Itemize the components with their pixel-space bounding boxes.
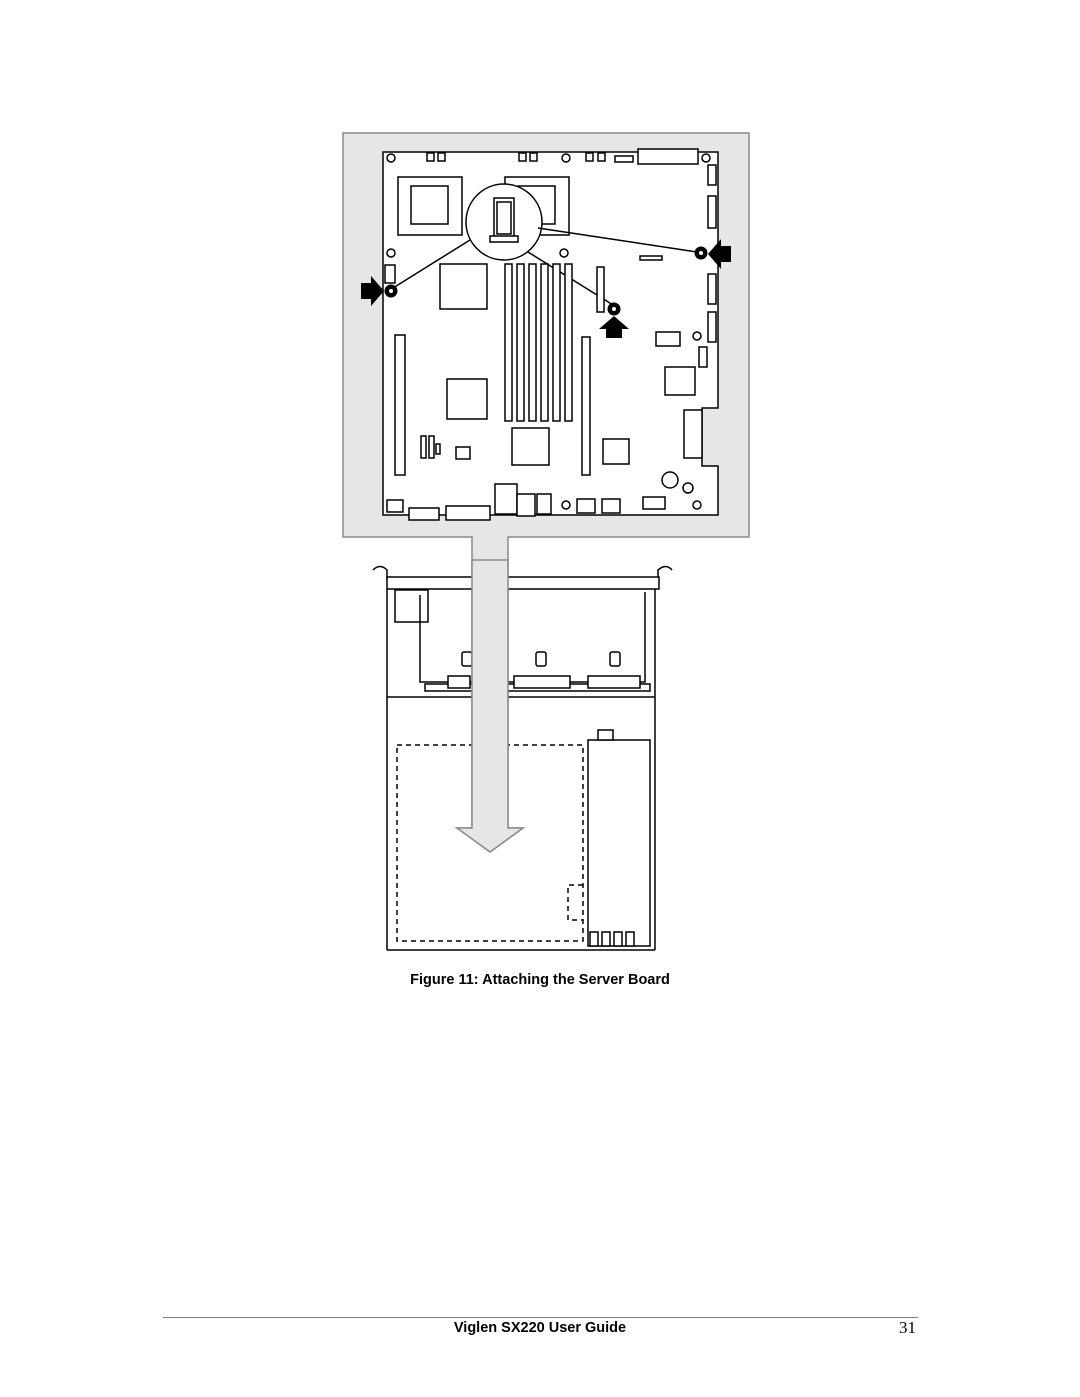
mounting-holes bbox=[386, 153, 711, 510]
arrow-left-icon bbox=[708, 239, 731, 269]
figure-caption: Figure 11: Attaching the Server Board bbox=[410, 972, 670, 988]
footer-divider bbox=[163, 1317, 918, 1318]
chassis bbox=[372, 565, 673, 951]
arrow-up-icon bbox=[599, 316, 629, 338]
page-number: 31 bbox=[899, 1318, 916, 1337]
arrow-right-icon bbox=[361, 276, 384, 306]
board-components bbox=[384, 164, 717, 521]
footer-title: Viglen SX220 User Guide bbox=[453, 1320, 627, 1336]
server-board-diagram bbox=[342, 132, 750, 951]
top-connectors bbox=[426, 148, 699, 165]
insertion-arrow-stem bbox=[454, 559, 526, 853]
